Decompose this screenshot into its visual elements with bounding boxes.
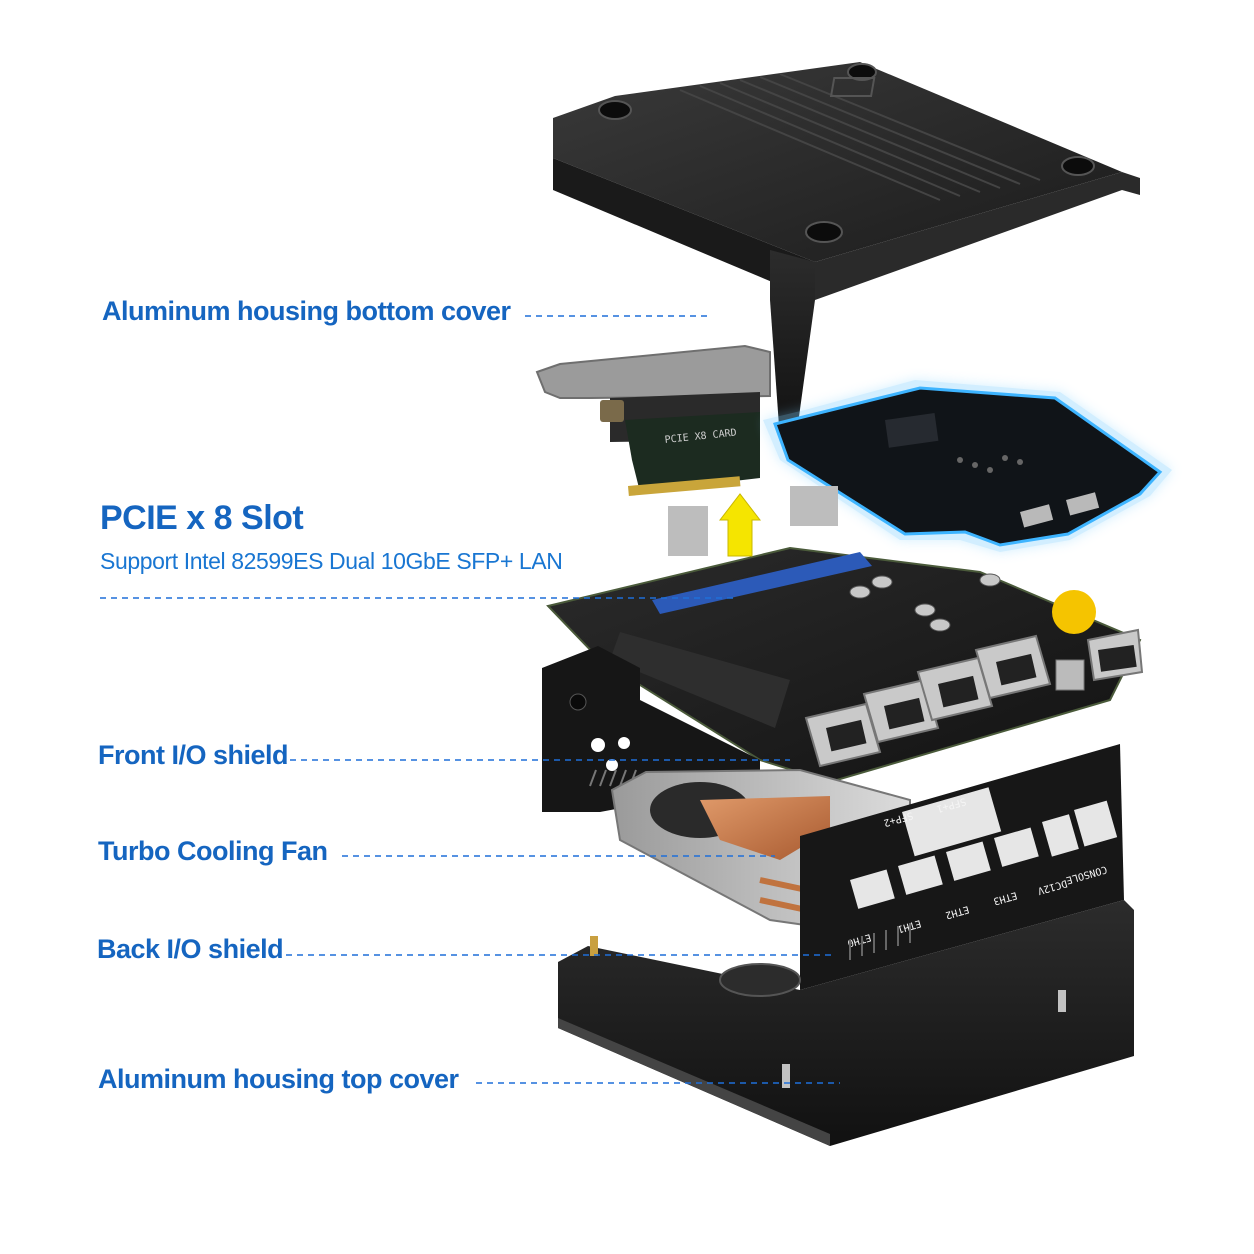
label-front-io-shield: Front I/O shield: [98, 740, 289, 770]
label-back-io-shield: Back I/O shield: [97, 934, 284, 964]
label-bottom-cover: Aluminum housing bottom cover: [102, 296, 511, 326]
back-io-shield-part: SFP+2 SFP+1 ETH0 ETH1 ETH2 ETH3 DC12V CO…: [800, 744, 1124, 990]
label-pcie-subtitle: Support Intel 82599ES Dual 10GbE SFP+ LA…: [100, 548, 563, 574]
label-pcie-title: PCIE x 8 Slot: [100, 499, 304, 537]
bottom-cover-part: [553, 62, 1140, 440]
motherboard-part: [546, 486, 1144, 784]
label-top-cover: Aluminum housing top cover: [98, 1064, 459, 1094]
label-turbo-cooling-fan: Turbo Cooling Fan: [98, 836, 328, 866]
pcie-riser-part: PCIE X8 CARD: [535, 344, 771, 496]
sfp-network-card-part: [763, 380, 1172, 552]
top-cover-part: [558, 900, 1134, 1146]
callout-leaders: [100, 315, 840, 1084]
